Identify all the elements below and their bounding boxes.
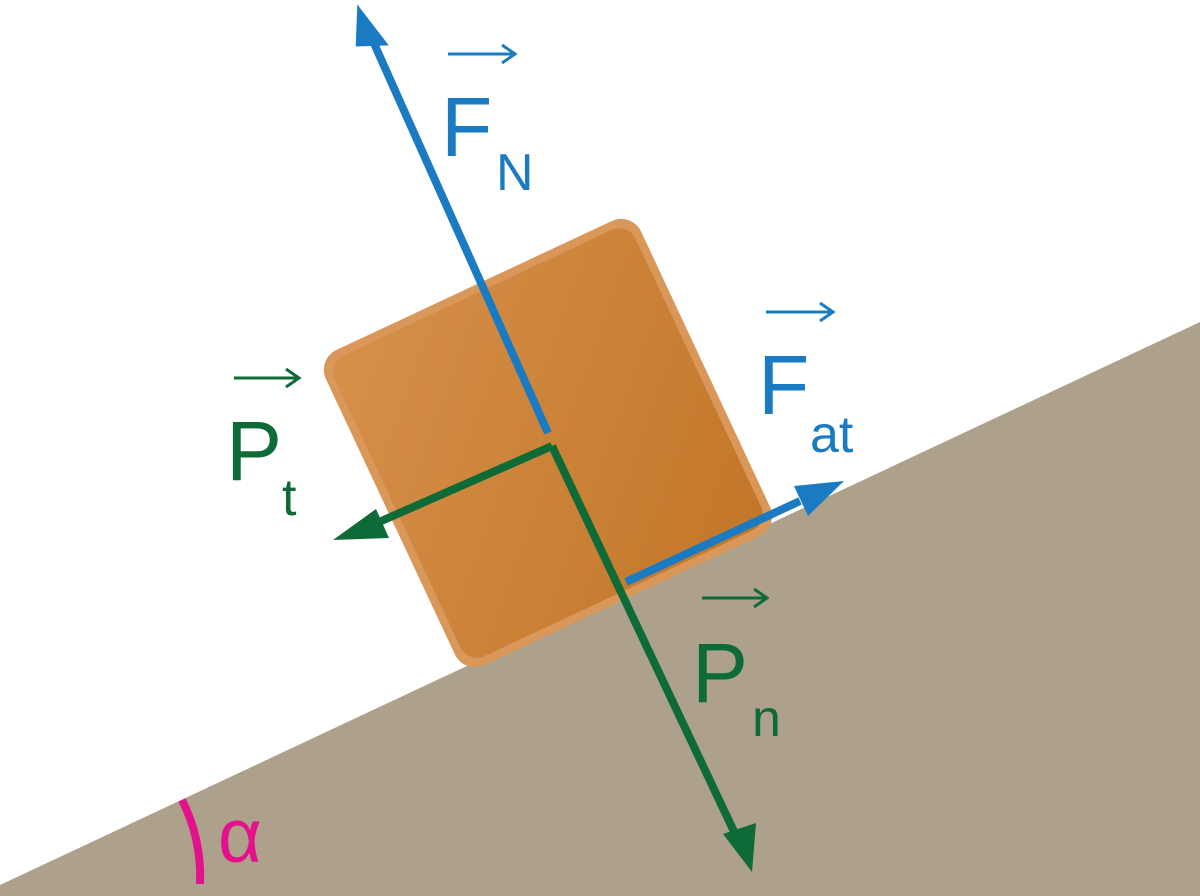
- weight-tangential-label: P t: [226, 367, 302, 527]
- weight-normal-vector: [548, 444, 756, 872]
- vector-arrow-icon: [702, 587, 770, 609]
- weight-tangential-label-main: P: [226, 404, 282, 498]
- vector-arrow-icon: [234, 367, 302, 389]
- block: [323, 218, 773, 668]
- friction-force-label-sub: at: [810, 406, 854, 464]
- normal-force-label: F N: [441, 43, 534, 202]
- weight-normal-label-main: P: [692, 626, 748, 720]
- normal-force-label-main: F: [441, 80, 492, 174]
- weight-tangential-vector: [333, 442, 554, 540]
- weight-normal-label-sub: n: [752, 690, 781, 748]
- vector-arrow-icon: [766, 301, 836, 323]
- angle-label: α: [218, 794, 262, 879]
- angle-arc-icon: [178, 798, 205, 885]
- friction-force-vector: [624, 481, 844, 586]
- weight-tangential-label-sub: t: [282, 469, 297, 527]
- angle-marker: α: [178, 794, 262, 885]
- vector-arrow-icon: [448, 43, 518, 65]
- friction-force-label: F at: [758, 301, 854, 464]
- weight-normal-label: P n: [692, 587, 781, 748]
- friction-force-label-main: F: [758, 338, 809, 432]
- normal-force-label-sub: N: [496, 144, 534, 202]
- normal-force-vector: [355, 4, 552, 435]
